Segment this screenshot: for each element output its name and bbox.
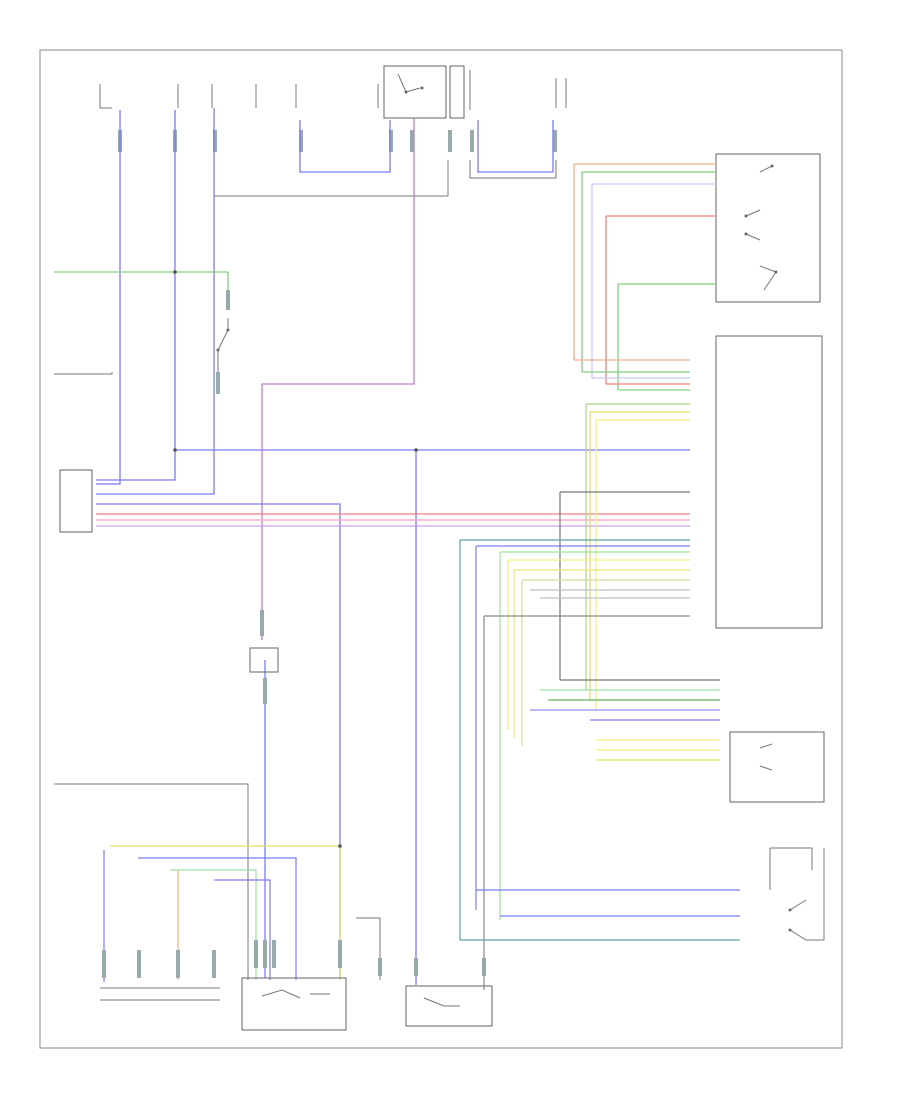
purple-wire (261, 118, 415, 640)
engine-control-unit-group (715, 335, 823, 629)
unit-wires (530, 679, 720, 761)
relay-wires (573, 163, 716, 390)
main-relay-box (715, 153, 821, 303)
bottom-right-switch (460, 847, 825, 941)
top-fuse-group (99, 65, 567, 197)
ac-thermostat-box (249, 647, 279, 673)
junction-dots (173, 270, 418, 848)
bottom-left-area (54, 647, 493, 1031)
top-connectors (118, 130, 557, 152)
green-wire-top (54, 271, 229, 300)
condenser-fan-relay-box (729, 731, 825, 803)
ecm-box (59, 469, 93, 533)
main-relay-group (715, 153, 821, 303)
ac-switch-box (383, 65, 447, 119)
sensor-group-bottom-box (405, 985, 493, 1027)
compressor-box (241, 977, 347, 1031)
ac-switch-side (449, 65, 465, 119)
diagram-frame (39, 49, 843, 1049)
control-unit-lower (729, 731, 825, 803)
ecm-box-group (59, 469, 690, 978)
pressure-switch (216, 290, 230, 394)
ecu-wires (459, 359, 690, 990)
engine-control-unit-box (715, 335, 823, 629)
bottom-connectors (102, 610, 486, 978)
left-lower-wire (54, 372, 113, 375)
